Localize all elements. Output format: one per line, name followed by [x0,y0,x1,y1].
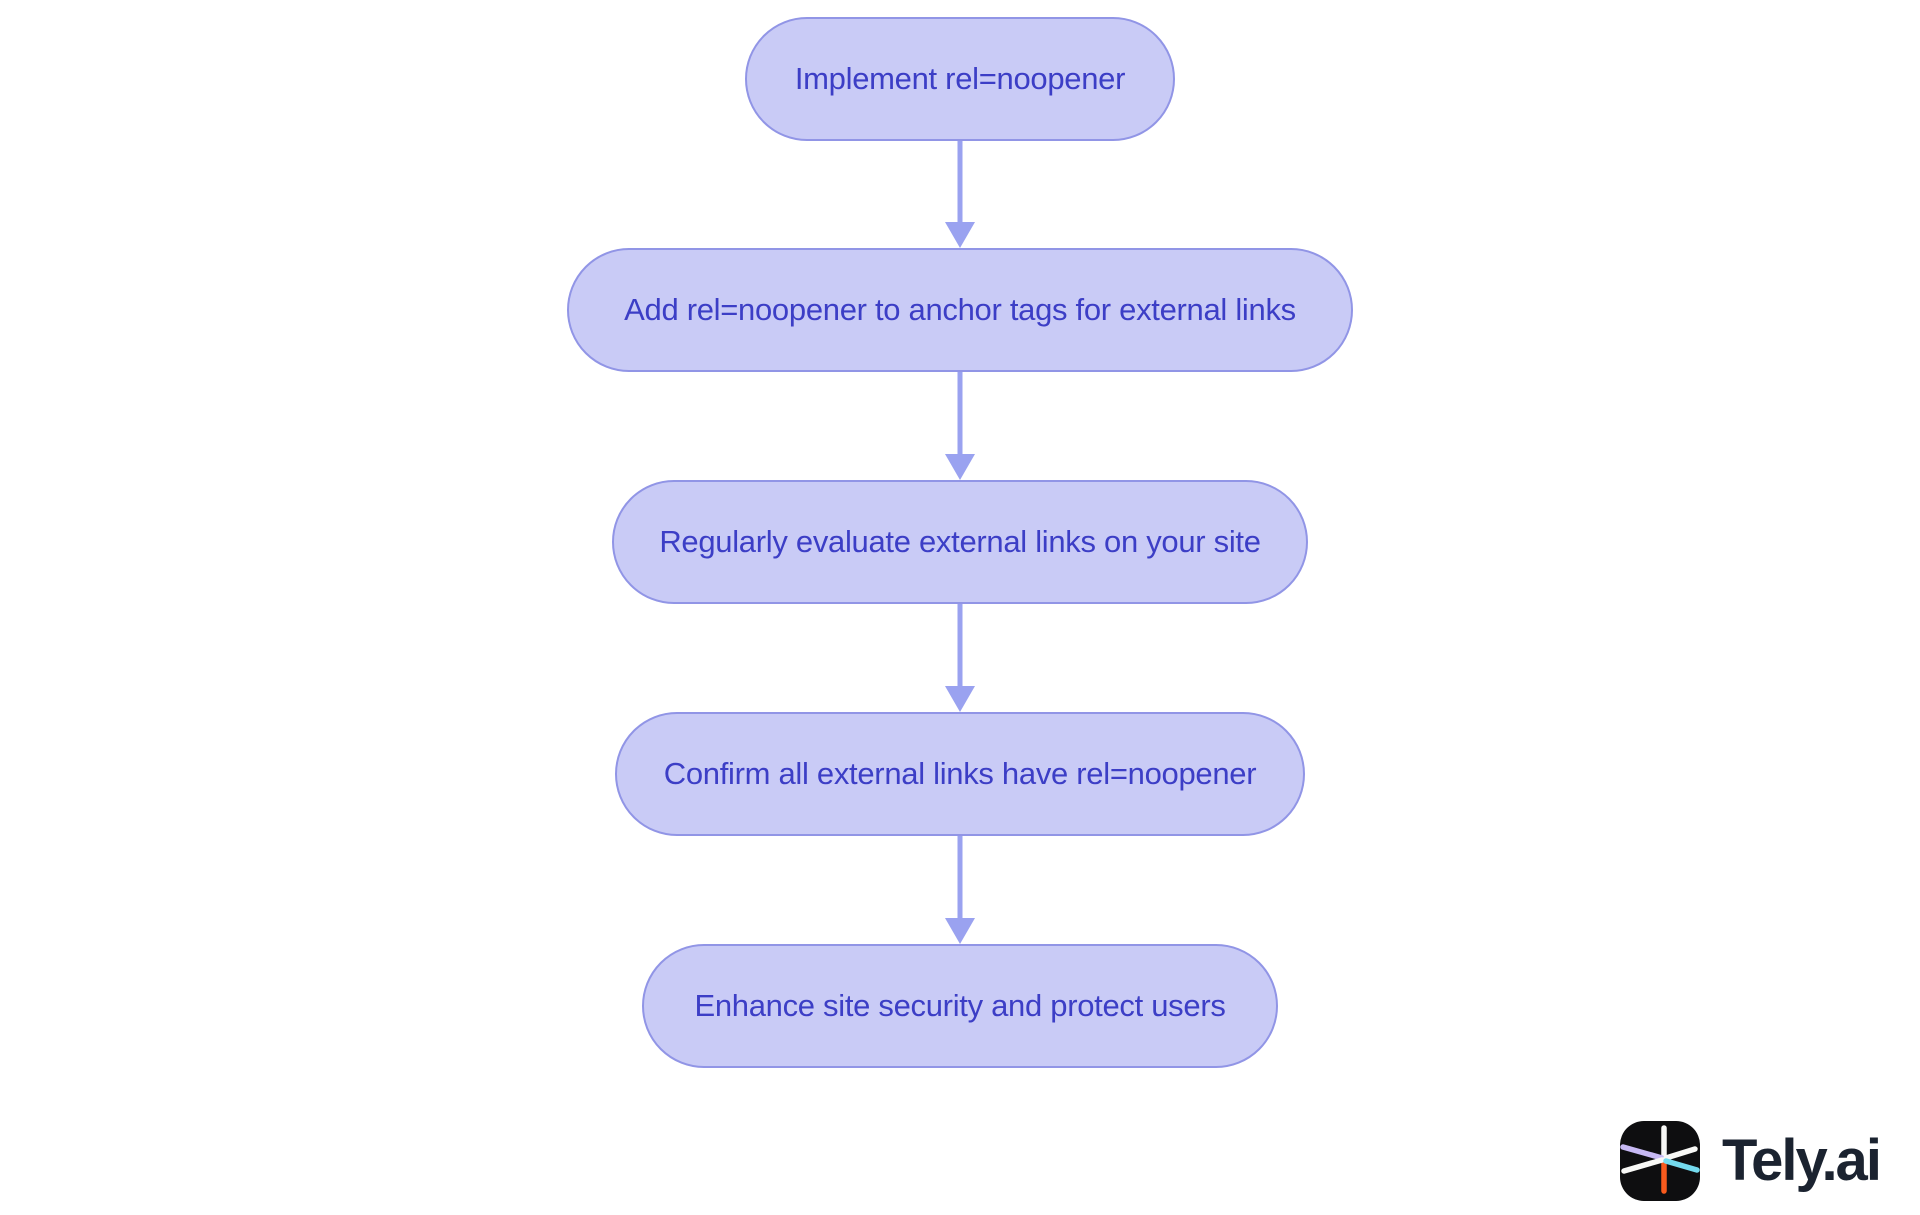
flow-node-label: Implement rel=noopener [794,61,1126,96]
tely-logo: Tely.ai [1620,1121,1882,1201]
flow-arrow [945,141,975,248]
flow-node-enhance: Enhance site security and protect users [642,944,1278,1068]
arrow-shaft [957,141,963,226]
flow-node-label: Enhance site security and protect users [694,988,1226,1023]
flow-arrow [945,836,975,944]
flow-node-label: Confirm all external links have rel=noop… [663,756,1257,791]
flow-arrow [945,604,975,712]
flow-node-label: Regularly evaluate external links on you… [659,524,1261,559]
flow-node-confirm: Confirm all external links have rel=noop… [615,712,1305,836]
arrow-head-icon [945,686,975,712]
arrow-shaft [957,372,963,458]
tely-asterisk-icon [1620,1121,1700,1201]
arrow-shaft [957,604,963,690]
tely-logo-text: Tely.ai [1722,1128,1882,1193]
flow-arrow [945,372,975,480]
flow-node-implement: Implement rel=noopener [745,17,1175,141]
arrow-head-icon [945,918,975,944]
flow-node-label: Add rel=noopener to anchor tags for exte… [624,292,1296,327]
arrow-head-icon [945,454,975,480]
arrow-shaft [957,836,963,922]
arrow-head-icon [945,222,975,248]
flow-node-add-rel: Add rel=noopener to anchor tags for exte… [567,248,1353,372]
flow-node-evaluate: Regularly evaluate external links on you… [612,480,1308,604]
